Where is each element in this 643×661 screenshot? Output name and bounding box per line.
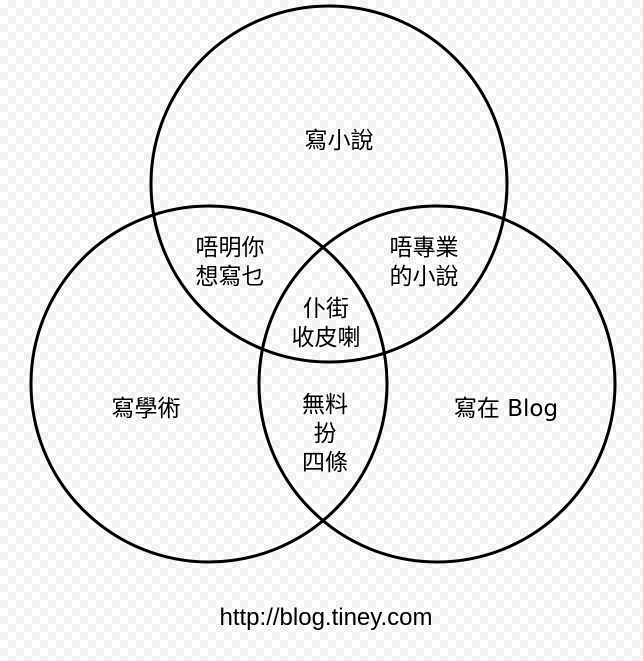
label-center-line1: 仆街 xyxy=(303,296,349,322)
label-novel-only: 寫小說 xyxy=(305,128,374,154)
circle-blog xyxy=(257,204,617,564)
label-academic-blog-line3: 四條 xyxy=(302,450,348,476)
label-novel-academic-line2: 想寫乜 xyxy=(196,264,265,290)
footer-url: http://blog.tiney.com xyxy=(220,604,433,631)
label-blog-only: 寫在 Blog xyxy=(454,396,558,422)
label-center-line2: 收皮喇 xyxy=(292,325,361,351)
label-novel-academic-line1: 唔明你 xyxy=(196,235,265,261)
circle-novel xyxy=(149,4,509,364)
label-novel-blog-line1: 唔專業 xyxy=(390,235,459,261)
circle-academic xyxy=(29,204,389,564)
label-academic-blog-line2: 扮 xyxy=(314,421,337,447)
label-academic-only: 寫學術 xyxy=(112,396,181,422)
label-novel-blog-line2: 的小說 xyxy=(390,264,459,290)
label-academic-blog-line1: 無料 xyxy=(302,392,348,418)
